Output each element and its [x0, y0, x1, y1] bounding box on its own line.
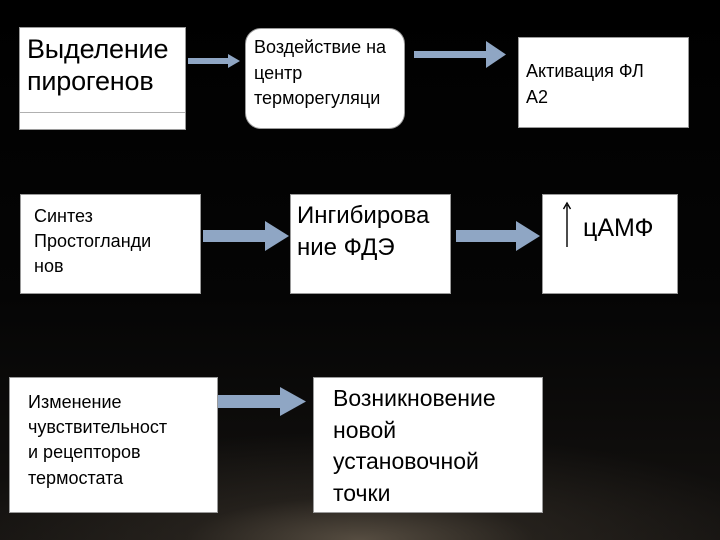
right-arrow-icon — [203, 221, 289, 251]
pde-inhibition-line-2: ние ФДЭ — [297, 233, 395, 261]
set-point-line-4: точки — [333, 479, 391, 506]
sensitivity-line-2: чувствительност — [28, 417, 168, 438]
up-arrow-icon — [562, 201, 572, 253]
set-point-line-1: Возникновение — [333, 385, 496, 411]
right-arrow-icon — [414, 41, 506, 69]
pde-inhibition-box: Ингибирова ние ФДЭ — [290, 194, 451, 294]
right-arrow-icon — [188, 54, 240, 68]
pde-inhibition-line-1: Ингибирова — [297, 202, 430, 229]
thermoregulation-line-1: Воздействие на — [254, 37, 387, 57]
receptor-sensitivity-box: Изменение чувствительност и рецепторов т… — [9, 377, 218, 513]
thermoregulation-center-box: Воздействие на центр терморегуляци — [245, 28, 405, 129]
phospholipase-line-1: Активация ФЛ — [526, 61, 644, 81]
pyrogen-release-box: Выделение пирогенов — [19, 27, 186, 130]
thermoregulation-line-3: терморегуляци — [254, 88, 381, 109]
prostaglandin-line-2: Простогланди — [34, 231, 152, 252]
sensitivity-line-3: и рецепторов — [28, 442, 141, 463]
pyrogen-release-line-1: Выделение — [27, 34, 169, 64]
new-set-point-box: Возникновение новой установочной точки — [313, 377, 543, 513]
phospholipase-line-2: А2 — [526, 87, 549, 108]
set-point-line-2: новой — [333, 416, 397, 443]
thermoregulation-line-2: центр — [254, 62, 303, 83]
right-arrow-icon — [456, 221, 540, 251]
camp-label: цАМФ — [583, 214, 654, 242]
right-arrow-icon — [218, 387, 306, 417]
sensitivity-line-1: Изменение — [28, 392, 122, 412]
box-divider-line — [20, 112, 185, 113]
camp-box: цАМФ — [542, 194, 678, 294]
pyrogen-release-line-2: пирогенов — [27, 65, 154, 96]
phospholipase-a2-box: Активация ФЛ А2 — [518, 37, 689, 128]
prostaglandin-line-1: Синтез — [34, 206, 93, 226]
sensitivity-line-4: термостата — [28, 467, 124, 488]
prostaglandin-synthesis-box: Синтез Простогланди нов — [20, 194, 201, 294]
set-point-line-3: установочной — [333, 448, 479, 474]
prostaglandin-line-3: нов — [34, 256, 64, 277]
